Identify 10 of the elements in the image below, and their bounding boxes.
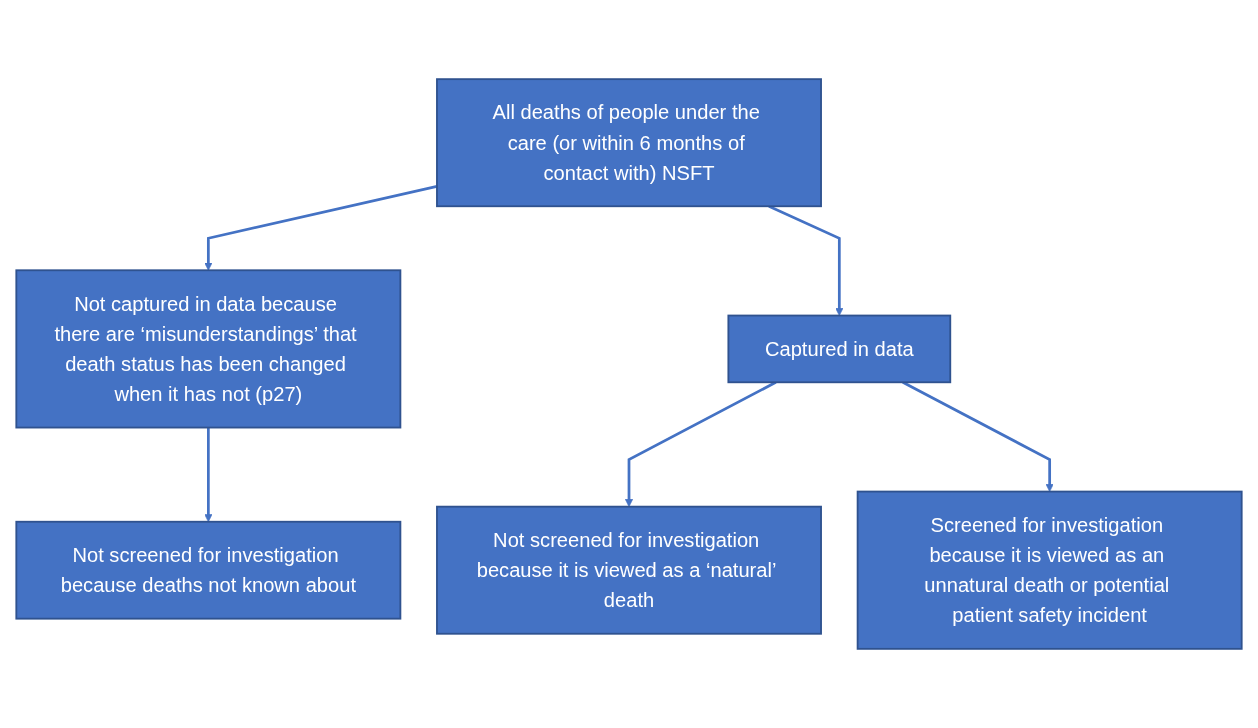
arrow [768,205,844,316]
arrow [204,427,213,523]
node-box: Not screened for investigation because deaths not known about [15,520,402,620]
node-box: All deaths of people under the care (or within 6 months of contact with) NSFT [436,78,822,208]
arrow [902,381,1054,492]
node-box: Screened for investigation because it is viewed as an unnatural death or potential patient safety incident [856,490,1243,650]
arrow [625,381,777,507]
node-box: Not captured in data because there are ‘misunderstandings’ that death status has been changed when it has not (p27) [15,269,402,429]
node-box: Not screened for investigation because it is viewed as a ‘natural’ death [436,505,822,635]
node-box: Captured in data [727,314,952,384]
